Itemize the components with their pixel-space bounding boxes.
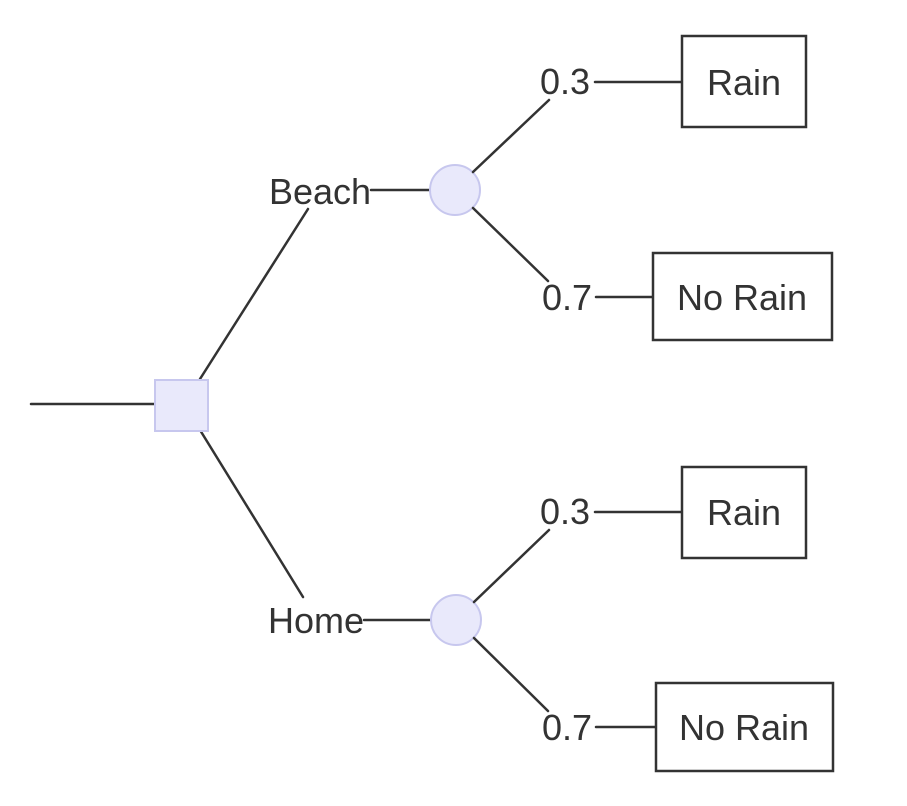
decision-node-square [154, 379, 209, 432]
branch-label-beach: Beach [269, 171, 371, 212]
probability-label-beach-norain: 0.7 [542, 277, 592, 318]
probability-line-home-norain [472, 636, 550, 713]
probability-label-beach-rain: 0.3 [540, 61, 590, 102]
outcome-box-beach-norain [651, 251, 834, 342]
probability-line-beach-rain [471, 98, 551, 174]
outcome-label-home-rain: Rain [707, 492, 781, 533]
outcome-box-beach-rain [680, 34, 808, 129]
probability-line-beach-norain [471, 206, 550, 283]
probability-label-home-rain: 0.3 [540, 491, 590, 532]
chance-node-home [430, 594, 482, 646]
outcome-label-home-norain: No Rain [679, 707, 809, 748]
probability-line-home-rain [472, 528, 551, 604]
outcome-box-home-rain [680, 465, 808, 560]
outcome-label-beach-rain: Rain [707, 62, 781, 103]
branch-line-home [198, 428, 305, 599]
branch-line-beach [198, 207, 310, 381]
outcome-box-home-norain [654, 681, 835, 773]
branch-label-home: Home [268, 600, 364, 641]
probability-label-home-norain: 0.7 [542, 707, 592, 748]
outcome-label-beach-norain: No Rain [677, 277, 807, 318]
chance-node-beach [429, 164, 481, 216]
